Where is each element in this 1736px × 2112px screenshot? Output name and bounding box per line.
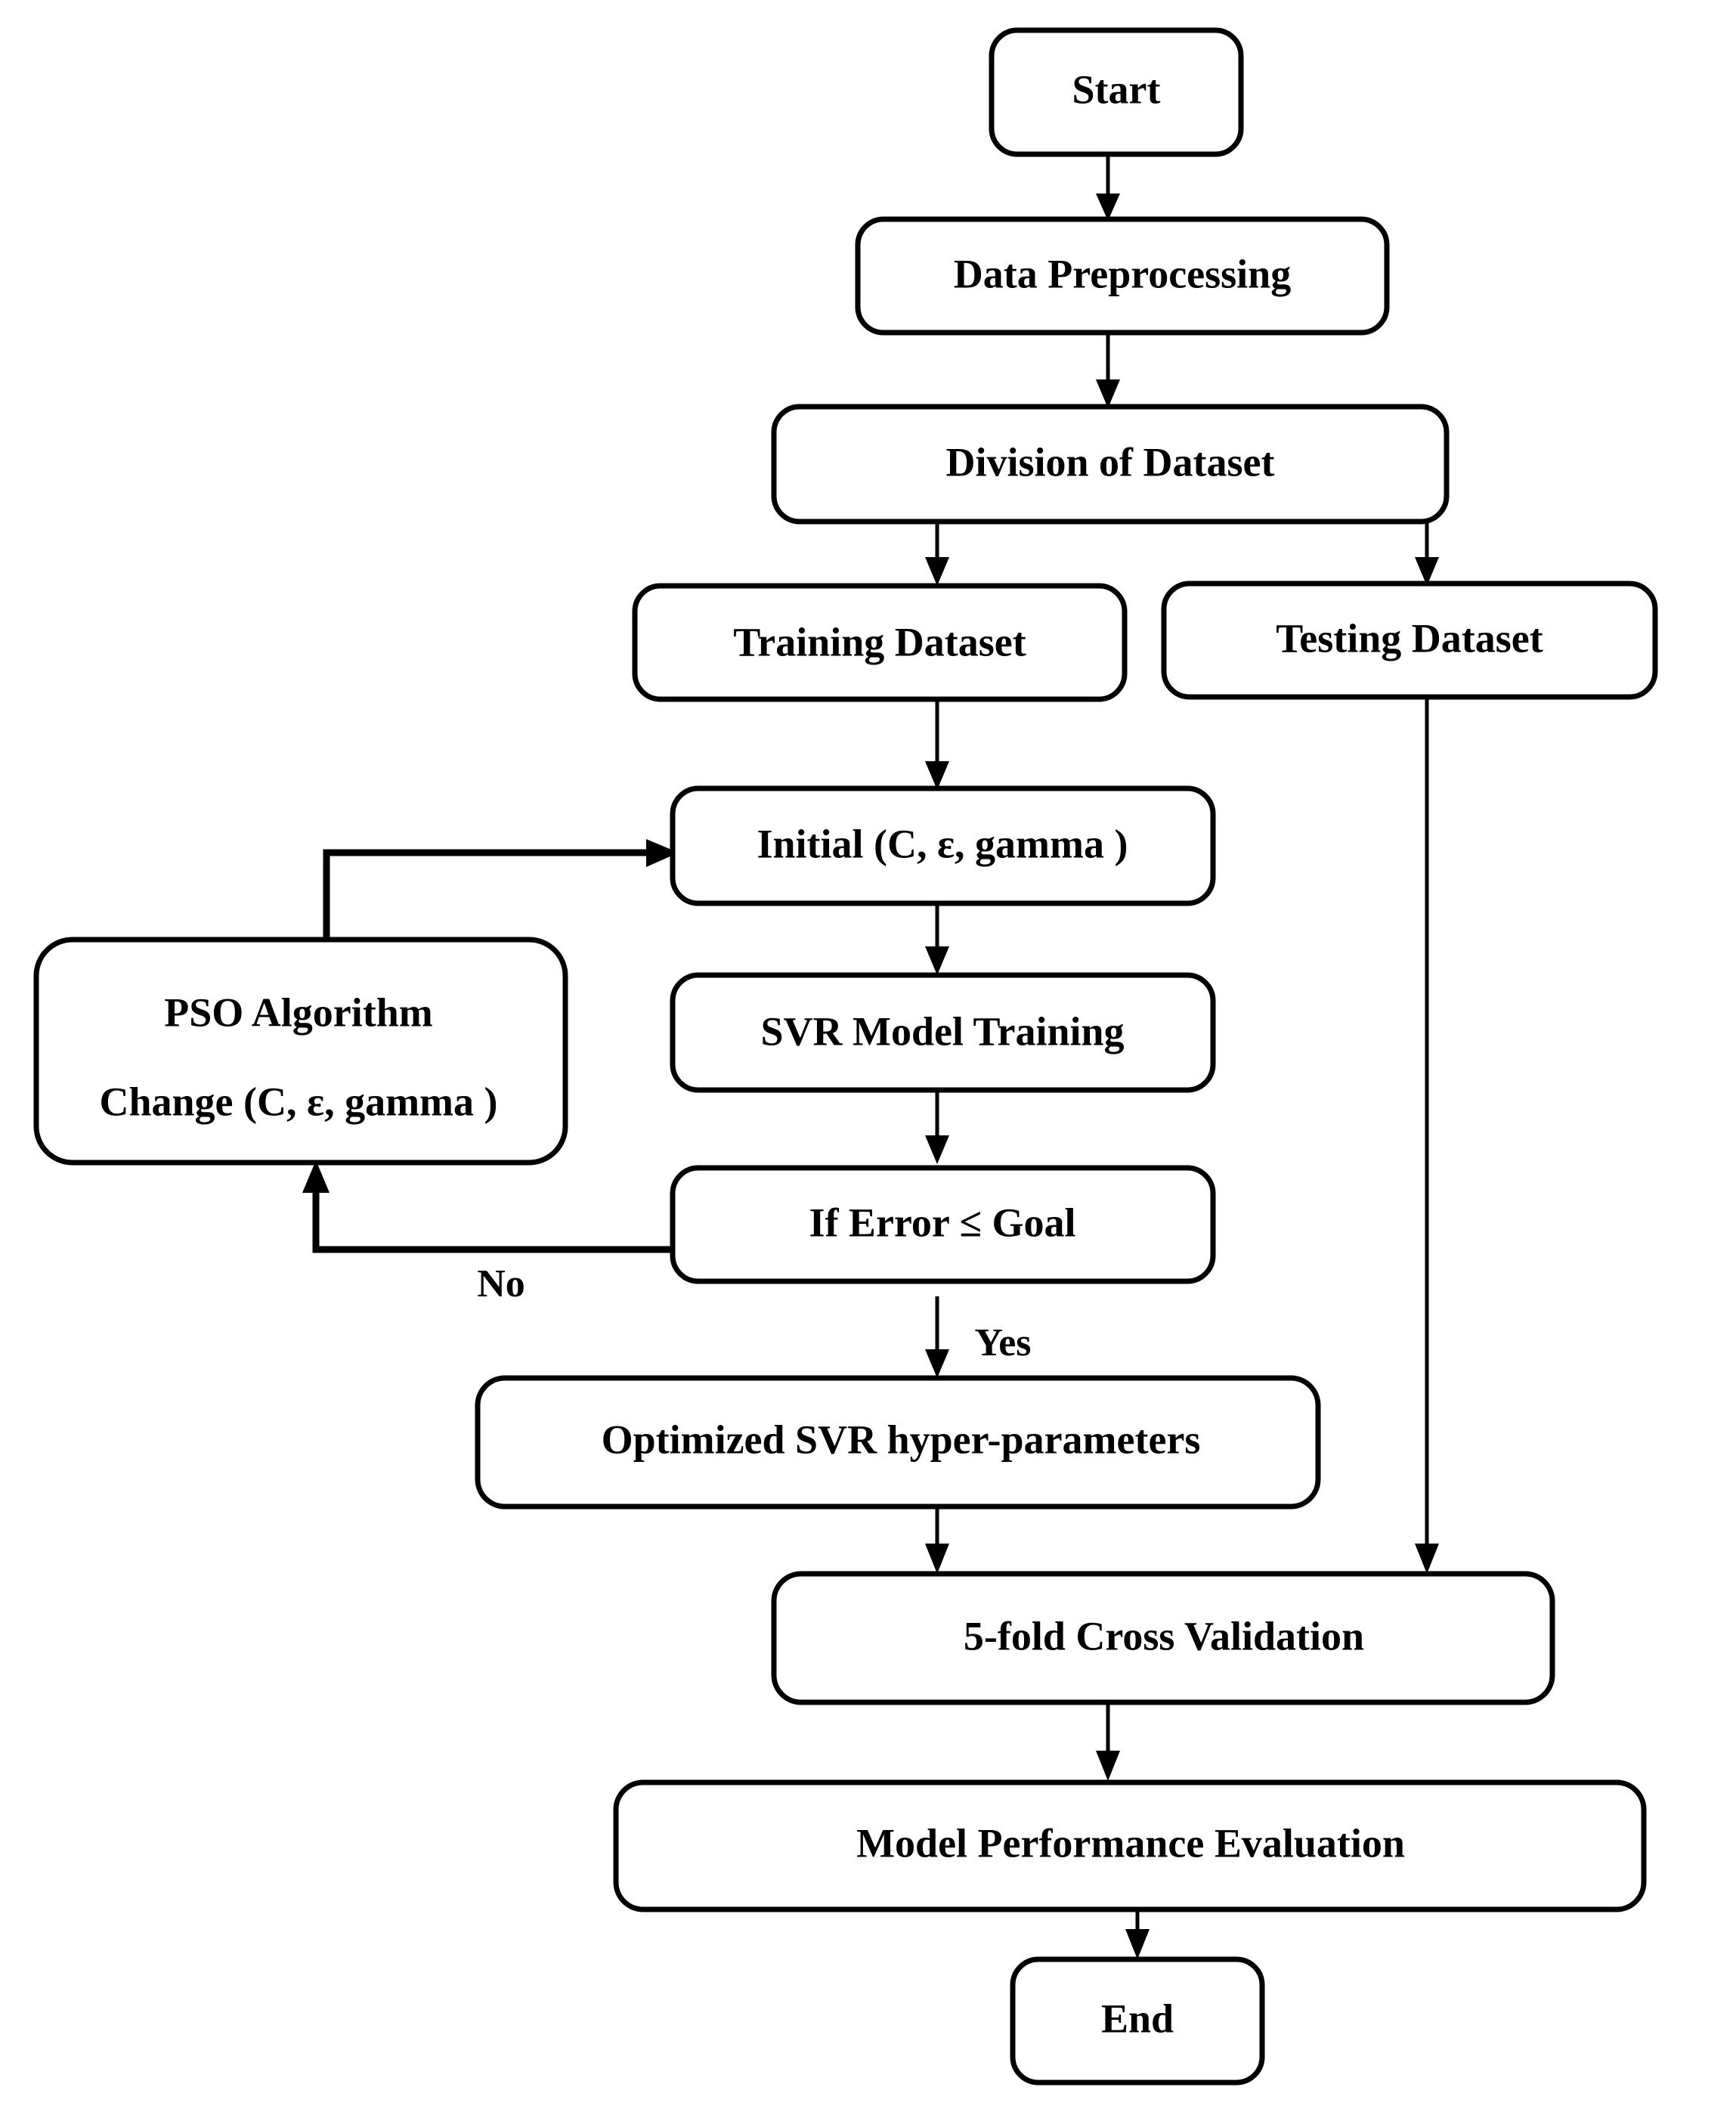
node-start-shape [989,27,1244,157]
node-testing-dataset[interactable]: Testing Dataset [1161,581,1658,700]
node-cross-validation[interactable]: 5-fold Cross Validation [771,1571,1555,1705]
node-optimized-hyperparameters[interactable]: Optimized SVR hyper-parameters [475,1375,1321,1510]
node-division-of-dataset-shape [771,404,1450,525]
connector-initial-to-svr [925,904,949,975]
node-data-preprocessing[interactable]: Data Preprocessing [855,216,1390,336]
node-optimized-hyperparameters-shape [475,1375,1321,1510]
connector-iferror-yes-to-optimized [925,1296,949,1378]
node-division-of-dataset[interactable]: Division of Dataset [771,404,1450,525]
node-model-performance-evaluation-shape [613,1779,1647,1912]
connector-optimized-to-crossvalidation [925,1506,949,1574]
connector-evaluation-to-end [1125,1909,1150,1959]
node-cross-validation-shape [771,1571,1555,1705]
node-model-performance-evaluation-label: Model Performance Evaluation [856,1820,1405,1866]
node-svr-model-training[interactable]: SVR Model Training [670,972,1216,1093]
node-pso-algorithm-label-line2: Change (C, ε, gamma ) [99,1079,497,1124]
node-end[interactable]: End [1010,1956,1265,2086]
node-pso-algorithm[interactable]: PSO Algorithm Change (C, ε, gamma ) [33,937,568,1166]
node-training-dataset[interactable]: Training Dataset [632,583,1128,702]
node-pso-algorithm-shape [33,937,568,1166]
node-initial-params[interactable]: Initial (C, ε, gamma ) [670,785,1216,906]
node-pso-algorithm-label-line1: PSO Algorithm [164,989,433,1035]
node-training-dataset-label: Training Dataset [733,619,1026,664]
edge-label-yes: Yes [974,1321,1031,1364]
node-training-dataset-shape [632,583,1128,702]
connector-division-to-testing [1415,519,1439,586]
node-end-label: End [1101,1996,1174,2041]
connector-svr-to-iferror [925,1090,949,1164]
node-svr-model-training-shape [670,972,1216,1093]
node-optimized-hyperparameters-label: Optimized SVR hyper-parameters [602,1417,1201,1462]
connector-iferror-no-to-pso [302,1160,673,1253]
node-data-preprocessing-label: Data Preprocessing [954,251,1291,296]
node-svr-model-training-label: SVR Model Training [760,1008,1124,1054]
node-cross-validation-label: 5-fold Cross Validation [964,1613,1364,1658]
node-division-of-dataset-label: Division of Dataset [946,439,1275,485]
node-initial-params-label: Initial (C, ε, gamma ) [757,821,1128,866]
node-initial-params-shape [670,785,1216,906]
connector-start-to-preprocessing [1096,154,1120,221]
node-end-shape [1010,1956,1265,2086]
node-start-label: Start [1072,67,1161,112]
connector-preprocessing-to-division [1096,330,1120,408]
node-testing-dataset-shape [1161,581,1658,700]
node-if-error-goal-label: If Error ≤ Goal [809,1200,1075,1245]
node-if-error-goal[interactable]: If Error ≤ Goal [670,1165,1216,1284]
node-testing-dataset-label: Testing Dataset [1276,615,1543,661]
connector-crossvalidation-to-evaluation [1096,1701,1120,1781]
connector-training-to-initial [925,697,949,790]
node-model-performance-evaluation[interactable]: Model Performance Evaluation [613,1779,1647,1912]
connector-division-to-training [925,519,949,586]
node-data-preprocessing-shape [855,216,1390,336]
connector-testing-to-crossvalidation [1415,697,1439,1574]
node-start[interactable]: Start [989,27,1244,157]
node-if-error-goal-shape [670,1165,1216,1284]
connector-pso-to-initial [323,839,679,940]
edge-label-no: No [477,1262,525,1305]
